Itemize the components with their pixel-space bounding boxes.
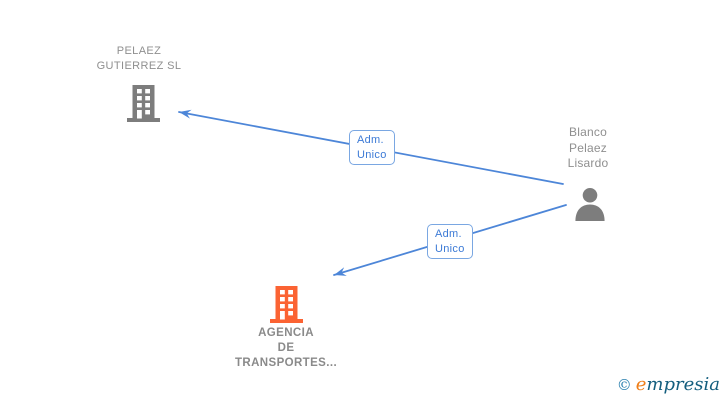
edge-label-adm-unico-1[interactable]: Adm. Unico	[349, 130, 395, 165]
building-icon	[127, 85, 160, 122]
building-icon-highlighted	[270, 286, 303, 323]
edge-label-adm-unico-2[interactable]: Adm. Unico	[427, 224, 473, 259]
brand-rest: mpresia	[646, 374, 720, 395]
node-label-blanco: Blanco Pelaez Lisardo	[567, 125, 609, 170]
node-label-pelaez: PELAEZ GUTIERREZ SL	[96, 45, 182, 72]
empresia-wordmark: empresia	[636, 374, 720, 395]
node-label-agencia: AGENCIA DE TRANSPORTES...	[234, 327, 338, 369]
person-icon	[575, 187, 605, 221]
copyright-icon: ©	[616, 376, 632, 394]
brand-initial: e	[635, 374, 647, 395]
empresia-logo[interactable]: © empresia	[617, 374, 720, 395]
